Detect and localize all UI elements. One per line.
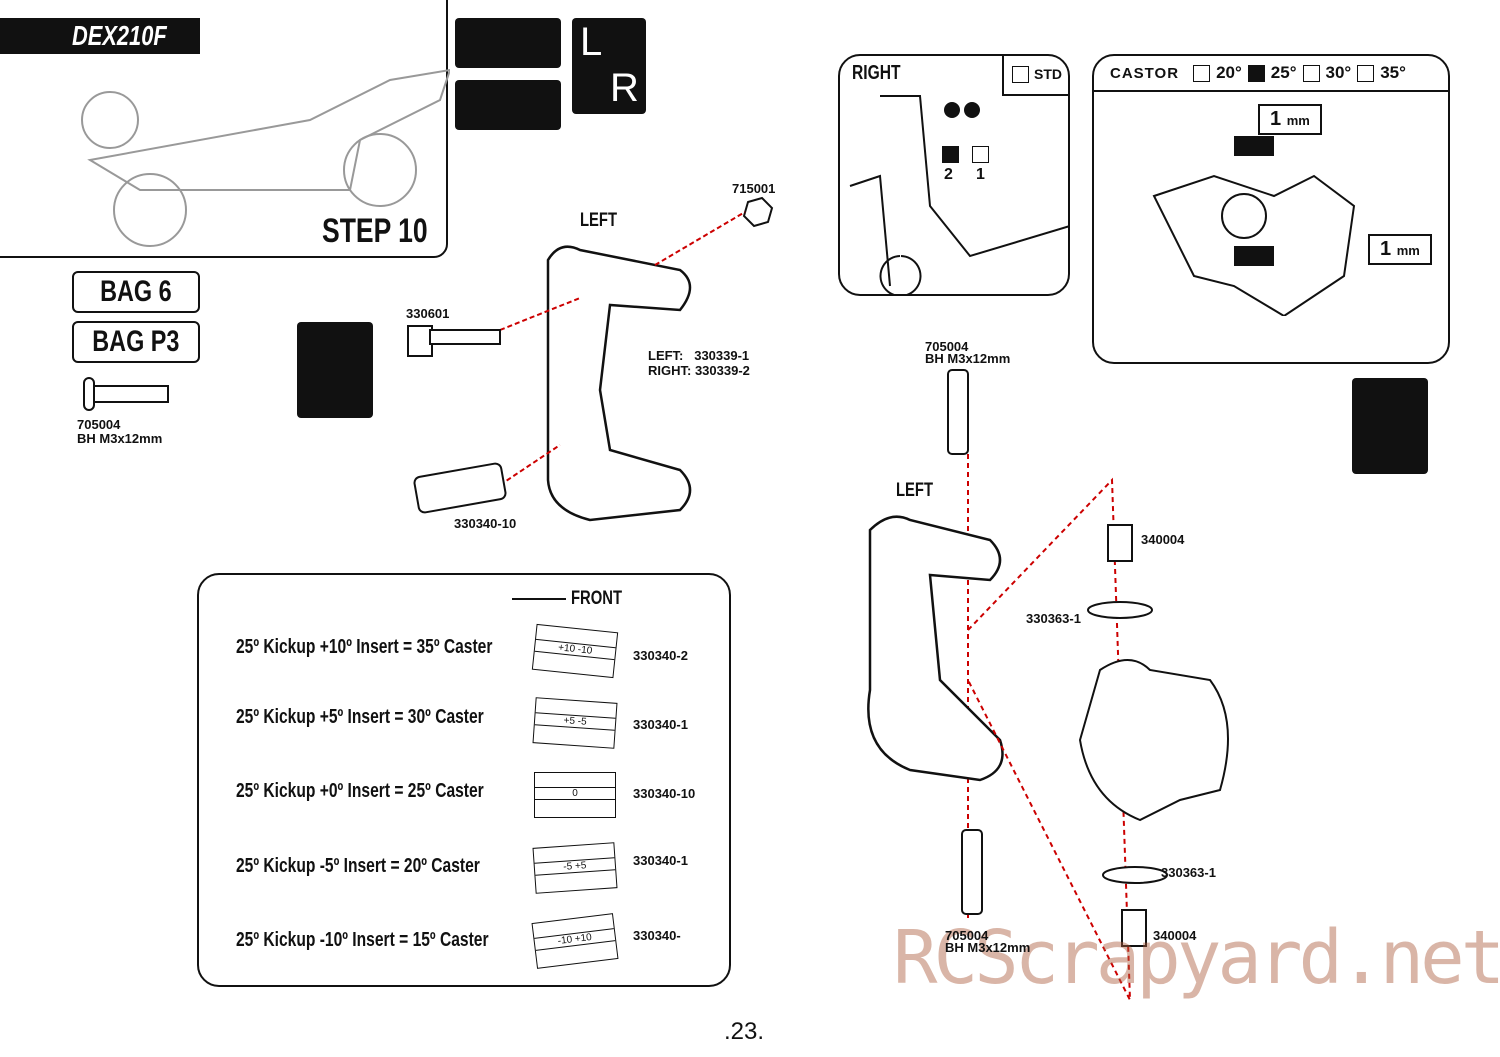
shim-unit: mm bbox=[1286, 113, 1310, 128]
part-number: 705004 bbox=[925, 339, 969, 354]
caster-table-box bbox=[197, 573, 731, 987]
shim-top-label: 1 mm bbox=[1258, 104, 1322, 135]
part-desc: BH M3x12mm bbox=[925, 351, 1011, 366]
hub-shim-illustration bbox=[1152, 136, 1356, 316]
hub-part-right: RIGHT: 330339-2 bbox=[648, 363, 750, 378]
hole-marker bbox=[944, 102, 960, 118]
left-letter: L bbox=[580, 20, 603, 64]
part-desc: BH M3x12mm bbox=[945, 940, 1031, 955]
insert-illustration: +10 -10 bbox=[531, 623, 619, 679]
caster-row-text: 25º Kickup -10º Insert = 15º Caster bbox=[236, 929, 489, 951]
step-header: DEX210F STEP 10 bbox=[0, 0, 450, 258]
castor-checkbox bbox=[1302, 64, 1320, 82]
eye-reference-icon bbox=[1352, 378, 1428, 474]
bag-label: BAG P3 bbox=[72, 321, 200, 363]
castor-checkbox bbox=[1247, 64, 1265, 82]
std-label: STD bbox=[1034, 66, 1062, 82]
shim-bottom-label: 1 mm bbox=[1368, 234, 1432, 265]
castor-selector: CASTOR 20° 25° 30° 35° bbox=[1094, 56, 1448, 92]
caster-row-text: 25º Kickup +10º Insert = 35º Caster bbox=[236, 636, 493, 658]
shim-value: 1 bbox=[1270, 108, 1282, 130]
page-number: .23. bbox=[724, 1018, 765, 1045]
eye-reference-icon bbox=[297, 322, 373, 418]
steering-icon bbox=[455, 80, 561, 130]
castor-checkbox bbox=[1357, 64, 1375, 82]
part-number: 340004 bbox=[1153, 928, 1197, 943]
part-desc: BH M3x12mm bbox=[77, 431, 163, 446]
castor-option: 25° bbox=[1270, 63, 1297, 82]
part-number: 715001 bbox=[732, 181, 776, 196]
steering-assembly-diagram bbox=[867, 369, 1229, 1000]
castor-inset: CASTOR 20° 25° 30° 35° 1 mm 1 mm bbox=[1092, 54, 1450, 364]
insert-mark: 0 bbox=[535, 787, 615, 800]
screw-icon bbox=[83, 377, 169, 411]
part-number: 330601 bbox=[406, 306, 450, 321]
part-number: 330363-1 bbox=[1161, 865, 1216, 880]
front-label: FRONT bbox=[571, 588, 623, 609]
bag-text: BAG P3 bbox=[92, 325, 180, 358]
insert-mark: +5 -5 bbox=[534, 712, 616, 731]
std-checkbox bbox=[1012, 66, 1029, 83]
part-number: 705004 bbox=[77, 417, 121, 432]
std-option: STD bbox=[1002, 56, 1068, 96]
castor-option: 35° bbox=[1380, 63, 1406, 82]
front-arrow-icon bbox=[512, 598, 566, 600]
caster-row-text: 25º Kickup +5º Insert = 30º Caster bbox=[236, 706, 484, 728]
car-illustration bbox=[81, 68, 450, 247]
insert-illustration: +5 -5 bbox=[532, 697, 618, 749]
diagram-label: LEFT bbox=[896, 480, 934, 501]
steering-icon bbox=[455, 18, 561, 68]
bag-label: BAG 6 bbox=[72, 271, 200, 313]
insert-mark: -10 +10 bbox=[534, 928, 616, 951]
shim-unit: mm bbox=[1396, 243, 1420, 258]
hole-marker bbox=[964, 102, 980, 118]
part-number: 330340- bbox=[633, 928, 681, 943]
c-hub-exploded-diagram bbox=[407, 196, 774, 522]
bag-text: BAG 6 bbox=[100, 275, 172, 308]
logo-banner bbox=[0, 18, 200, 54]
shim-value: 1 bbox=[1380, 238, 1392, 260]
part-number: 330363-1 bbox=[1026, 611, 1081, 626]
position-2-checkbox bbox=[942, 146, 959, 163]
part-number: 330340-10 bbox=[454, 516, 517, 531]
part-number: 330340-1 bbox=[633, 853, 688, 868]
inset-label: RIGHT bbox=[852, 62, 901, 84]
part-number: 340004 bbox=[1141, 532, 1185, 547]
castor-option: 30° bbox=[1325, 63, 1352, 82]
left-right-icon: L R bbox=[572, 18, 646, 114]
part-number: 330340-10 bbox=[633, 786, 696, 801]
insert-mark: -5 +5 bbox=[534, 857, 616, 876]
insert-illustration: -5 +5 bbox=[532, 842, 618, 894]
insert-illustration: 0 bbox=[534, 772, 616, 818]
castor-label: CASTOR bbox=[1110, 64, 1180, 82]
diagram-label: LEFT bbox=[580, 210, 618, 231]
logo: DEX210F bbox=[72, 20, 167, 51]
castor-checkbox bbox=[1193, 64, 1211, 82]
part-number: 330340-1 bbox=[633, 717, 688, 732]
position-1-checkbox bbox=[972, 146, 989, 163]
step-title: STEP 10 bbox=[322, 212, 428, 250]
right-side-inset: RIGHT STD 2 1 bbox=[838, 54, 1070, 296]
part-number: 705004 bbox=[945, 928, 989, 943]
watermark: RCScrapyard.net bbox=[893, 915, 1500, 1001]
position-label: 1 bbox=[976, 166, 985, 183]
part-number: 330340-2 bbox=[633, 648, 688, 663]
hub-part-left: LEFT: 330339-1 bbox=[648, 348, 750, 363]
castor-option: 20° bbox=[1216, 63, 1242, 82]
hub-illustration bbox=[849, 95, 1068, 294]
right-letter: R bbox=[610, 66, 639, 110]
caster-row-text: 25º Kickup +0º Insert = 25º Caster bbox=[236, 780, 484, 802]
position-label: 2 bbox=[944, 166, 953, 183]
insert-mark: +10 -10 bbox=[534, 638, 616, 661]
caster-row-text: 25º Kickup -5º Insert = 20º Caster bbox=[236, 855, 480, 877]
